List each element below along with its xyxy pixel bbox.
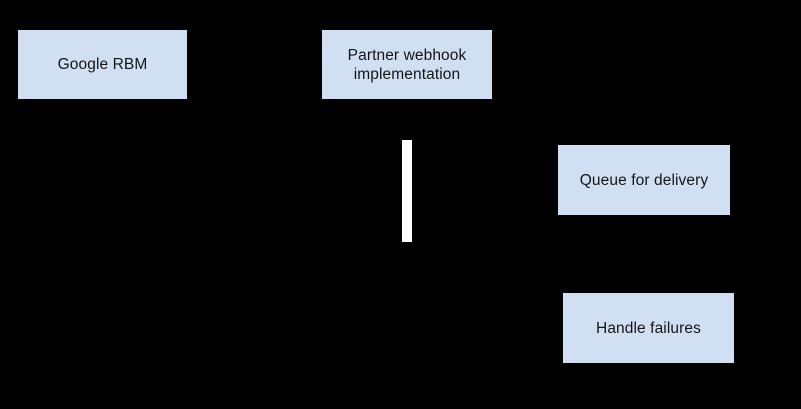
diagram-node-handle-failures[interactable]: Handle failures — [563, 293, 734, 363]
diagram-node-label: Queue for delivery — [579, 171, 709, 189]
diagram-node-label: Partner webhook implementation — [347, 46, 467, 83]
diagram-node-label: Google RBM — [57, 56, 148, 73]
diagram-node-queue-for-delivery[interactable]: Queue for delivery — [558, 145, 730, 215]
diagram-node-label: Handle failures — [596, 319, 701, 337]
diagram-connector-vertical-bar — [402, 140, 412, 242]
diagram-node-partner-webhook[interactable]: Partner webhook implementation — [322, 30, 492, 99]
diagram-node-google-rbm[interactable]: Google RBM — [18, 30, 187, 99]
